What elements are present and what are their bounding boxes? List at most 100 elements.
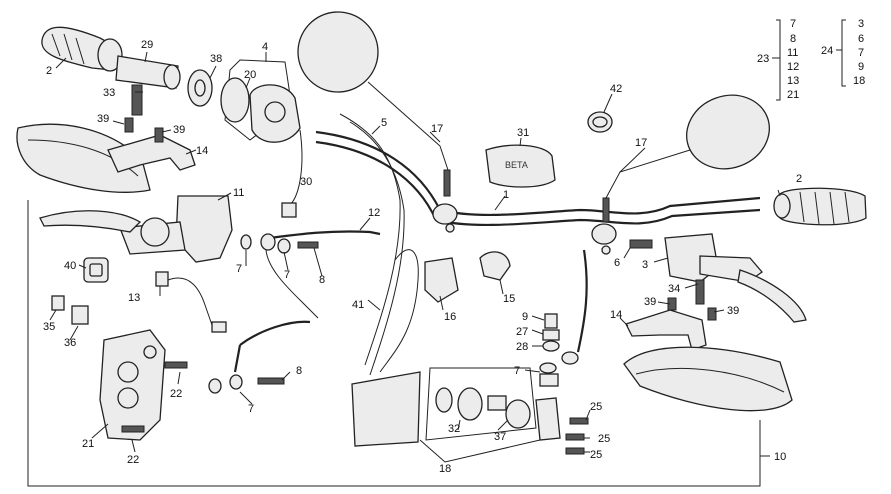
kit-24-list: 24 3 6 7 9 18 [821, 18, 865, 87]
right-switch [479, 251, 511, 281]
kit-24-item-3: 7 [858, 47, 864, 59]
kit-23-item-3: 11 [787, 47, 798, 59]
cable-connector [281, 202, 297, 218]
handlebar [315, 130, 761, 227]
repair-kit-bag [351, 367, 589, 455]
washer-7-right [539, 362, 557, 374]
callout-5: 5 [381, 117, 387, 129]
callout-42: 42 [610, 83, 622, 95]
washer-7-right-b [539, 373, 559, 387]
front-brake-line-lower [208, 320, 311, 394]
right-mirror [602, 94, 770, 223]
group-frame [27, 200, 761, 487]
right-mirror-clamp [591, 223, 617, 255]
callout-8-b: 8 [296, 365, 302, 377]
left-grip [41, 26, 123, 72]
throttle-cable-2 [349, 121, 405, 376]
callout-35: 35 [43, 321, 55, 333]
callout-25-b: 25 [598, 433, 610, 445]
callout-25-a: 25 [590, 401, 602, 413]
front-brake-master-cylinder [629, 233, 807, 323]
callout-7-c: 7 [248, 403, 254, 415]
callout-39-a: 39 [97, 113, 109, 125]
throttle-cable [284, 129, 303, 211]
banjo-washer [240, 234, 252, 250]
right-hand-guard [623, 346, 793, 412]
kit-24-label: 24 [821, 45, 833, 57]
left-switch [424, 257, 459, 303]
kit-23-item-1: 7 [790, 18, 796, 30]
callout-21: 21 [82, 438, 94, 450]
kit-23-item-5: 13 [787, 75, 799, 87]
decompressor-cable [379, 249, 419, 373]
callout-12: 12 [368, 207, 380, 219]
callout-9: 9 [522, 311, 528, 323]
callout-33: 33 [103, 87, 115, 99]
callout-34: 34 [668, 283, 680, 295]
kit-23-item-6: 21 [787, 89, 799, 101]
callout-2-left: 2 [46, 65, 52, 77]
clutch-switch [155, 271, 227, 333]
callout-7-b: 7 [284, 269, 290, 281]
callout-3: 3 [642, 259, 648, 271]
kit-23-list: 23 7 8 11 12 13 21 [757, 18, 799, 101]
callout-29: 29 [141, 39, 153, 51]
callout-13: 13 [128, 292, 140, 304]
rear-brake-hose [561, 249, 588, 365]
front-brake-line-upper [260, 230, 381, 254]
callout-14-left: 14 [196, 145, 208, 157]
left-guard-bracket [107, 84, 196, 173]
callout-4: 4 [262, 41, 268, 53]
callout-8-a: 8 [319, 274, 325, 286]
clutch-cable [339, 113, 401, 366]
callout-39-d: 39 [727, 305, 739, 317]
callout-28: 28 [516, 341, 528, 353]
left-mirror-clamp [432, 203, 458, 233]
kit-24-item-5: 18 [853, 75, 865, 87]
callout-16: 16 [444, 311, 456, 323]
throttle-washer [187, 69, 213, 107]
callout-7-a: 7 [236, 263, 242, 275]
callout-32: 32 [448, 423, 460, 435]
callout-31: 31 [517, 127, 529, 139]
left-hand-guard [16, 123, 151, 193]
right-grip [773, 187, 867, 226]
callout-41: 41 [352, 299, 364, 311]
callout-39-b: 39 [173, 124, 185, 136]
reservoir-seal [83, 257, 109, 283]
throttle-housing [220, 59, 301, 143]
callout-25-c: 25 [590, 449, 602, 461]
kit-24-item-2: 6 [858, 33, 864, 45]
callout-labels: 2 29 38 4 20 33 39 39 14 11 40 13 35 36 … [43, 39, 802, 475]
callout-38: 38 [210, 53, 222, 65]
callout-14-right: 14 [610, 309, 622, 321]
callout-6: 6 [614, 257, 620, 269]
callout-30: 30 [300, 176, 312, 188]
callout-37: 37 [494, 431, 506, 443]
callout-22-a: 22 [170, 388, 182, 400]
callout-27: 27 [516, 326, 528, 338]
kit-23-item-4: 12 [787, 61, 799, 73]
callout-17-left: 17 [431, 123, 443, 135]
leader-lines [49, 19, 846, 463]
callout-7-d: 7 [514, 365, 520, 377]
brake-pads [51, 295, 89, 325]
handlebar-pad: BETA [485, 144, 556, 188]
callout-18: 18 [439, 463, 451, 475]
bleeder-valve [542, 313, 560, 352]
speedometer-cable [265, 249, 319, 319]
callout-15: 15 [503, 293, 515, 305]
callout-36: 36 [64, 337, 76, 349]
callout-2-right: 2 [796, 173, 802, 185]
callout-22-b: 22 [127, 454, 139, 466]
front-brake-caliper [99, 329, 188, 441]
callout-10: 10 [774, 451, 786, 463]
callout-1: 1 [503, 189, 509, 201]
left-mirror [297, 11, 451, 197]
callout-20: 20 [244, 69, 256, 81]
pad-brand-text: BETA [505, 160, 528, 170]
callout-40: 40 [64, 260, 76, 272]
callout-39-c: 39 [644, 296, 656, 308]
